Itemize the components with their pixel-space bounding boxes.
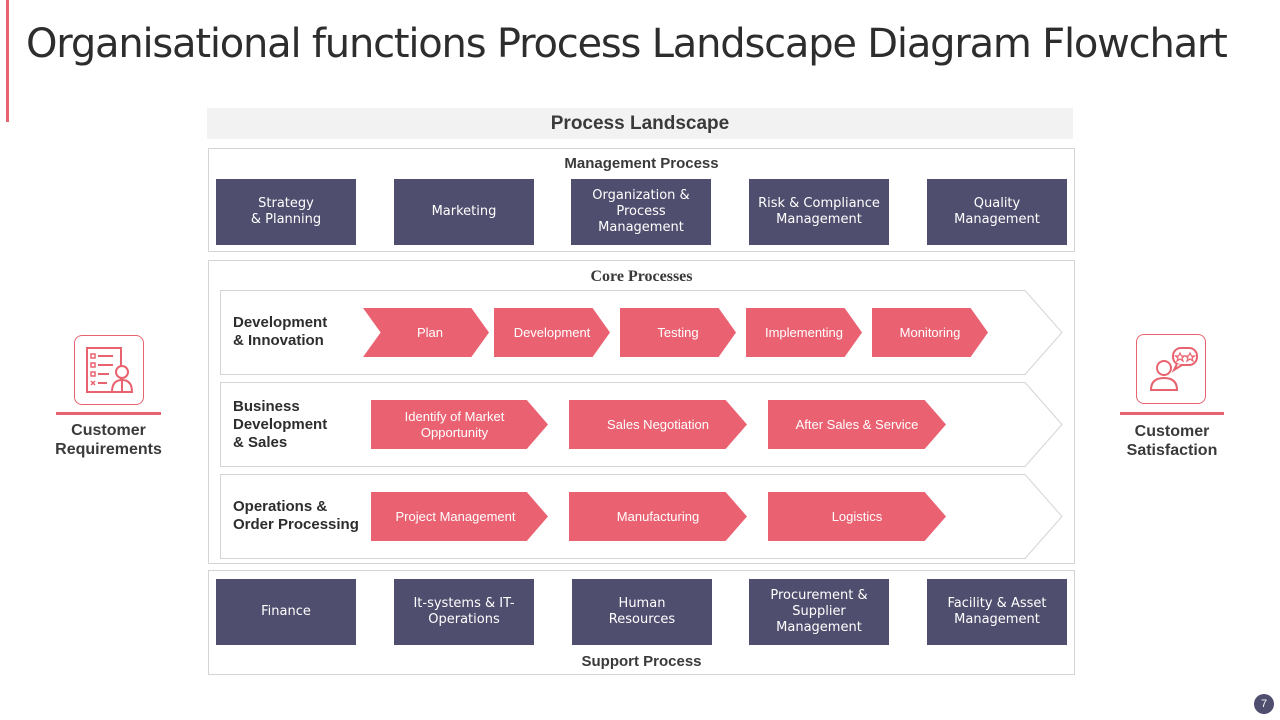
customer-satisfaction-label: Customer Satisfaction [1126,423,1218,459]
left-accent-line [56,412,161,415]
page-number-badge: 7 [1254,694,1274,714]
core-lane-business-development-sales: Business Development & Sales Identify of… [220,382,1063,467]
process-step-chevron: Plan [363,308,489,357]
core-lane-operations-order-processing: Operations & Order Processing Project Ma… [220,474,1063,559]
customer-satisfaction-icon [1136,334,1206,404]
support-item: Facility & Asset Management [927,579,1067,645]
lane-label: Development & Innovation [233,314,328,349]
process-step-chevron: Logistics [768,492,946,541]
support-item: Procurement & Supplier Management [749,579,889,645]
support-item: Human Resources [572,579,712,645]
management-item: Strategy & Planning [216,179,356,245]
process-step-chevron: Project Management [371,492,548,541]
process-step-chevron: Implementing [746,308,862,357]
right-accent-line [1120,412,1224,415]
title-accent-bar [6,0,9,122]
process-step-chevron: Development [494,308,610,357]
requirements-document-icon [74,335,144,405]
management-item: Quality Management [927,179,1067,245]
management-process-title: Management Process [564,155,719,172]
process-step-chevron: Manufacturing [569,492,747,541]
management-item: Marketing [394,179,534,245]
management-item: Organization & Process Management [571,179,711,245]
core-lane-development-innovation: Development & Innovation Plan Developmen… [220,290,1063,375]
lane-label: Business Development & Sales [233,398,328,451]
process-step-chevron: Identify of Market Opportunity [371,400,548,449]
management-item: Risk & Compliance Management [749,179,889,245]
lane-label: Operations & Order Processing [233,498,359,533]
support-process-panel: Finance It-systems & IT- Operations Huma… [208,570,1075,675]
support-item: It-systems & IT- Operations [394,579,534,645]
page-title: Organisational functions Process Landsca… [26,21,1228,67]
management-process-panel: Management Process Strategy & Planning M… [208,148,1075,252]
process-step-chevron: Monitoring [872,308,988,357]
support-item: Finance [216,579,356,645]
customer-requirements-label: Customer Requirements [55,422,162,458]
process-step-chevron: After Sales & Service [768,400,946,449]
process-landscape-header: Process Landscape [207,108,1073,139]
process-step-chevron: Sales Negotiation [569,400,747,449]
support-process-title: Support Process [581,653,702,670]
core-processes-title: Core Processes [590,268,693,285]
process-step-chevron: Testing [620,308,736,357]
